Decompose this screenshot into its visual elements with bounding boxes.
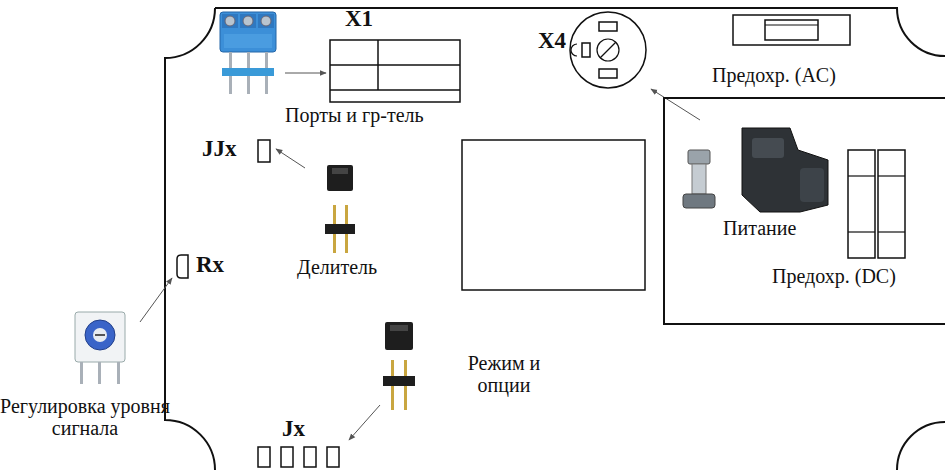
leader-arrow: [651, 89, 700, 120]
part-label: Питание: [723, 217, 796, 239]
leader-arrow: [276, 149, 305, 168]
ac-fuse-footprint: [733, 15, 850, 45]
terminal-block-picture: [220, 12, 276, 52]
jumper-picture: [327, 165, 353, 191]
terminal-block-picture: [261, 16, 271, 26]
part-label: Предохр. (AC): [712, 64, 836, 86]
trimmer-picture: [75, 312, 125, 362]
x4-footprint: [597, 39, 619, 61]
processor-area: [462, 140, 645, 290]
trimmer-picture: [75, 312, 125, 384]
power-region: ПитаниеПредохр. (DC): [663, 97, 945, 325]
dc-fuse-footprint: [848, 175, 875, 176]
leader-arrow: [285, 73, 326, 74]
terminal-block-picture: [225, 16, 235, 26]
x4-footprint: [599, 22, 617, 31]
x1-footprint: [330, 40, 460, 102]
part-label: Регулировка уровня сигнала: [0, 395, 170, 439]
ac-fuse-footprint: [765, 25, 818, 26]
jx-footprint: [281, 447, 293, 467]
jumper-picture: [383, 376, 415, 386]
ac-fuse-footprint: [733, 15, 850, 45]
jx-footprint: [258, 447, 339, 467]
dc-fuse-footprint: [878, 175, 905, 176]
trimmer-picture: [80, 362, 83, 384]
jumper-picture: [385, 322, 413, 350]
x4-footprint: [582, 43, 590, 57]
dc-fuse-footprint: [848, 231, 875, 232]
jx-footprint: [258, 447, 270, 467]
jumper-picture: [325, 165, 355, 253]
x4-footprint: [599, 69, 617, 78]
power-socket-picture: [800, 168, 824, 202]
terminal-block-picture: [222, 14, 238, 28]
power-socket-picture: [688, 150, 710, 164]
connector-name: X4: [538, 30, 566, 52]
terminal-block-picture: [222, 68, 274, 76]
leader-arrow: [349, 405, 380, 440]
jx-footprint: [327, 447, 339, 467]
power-socket-picture: [692, 164, 706, 194]
trimmer-picture: [117, 362, 120, 384]
jjx-footprint: [258, 140, 270, 162]
jumper-picture: [390, 325, 408, 331]
board-outline: [165, 8, 945, 470]
x4-footprint: [570, 12, 646, 88]
x1-footprint: [330, 89, 460, 91]
dc-fuse-footprint: [878, 150, 905, 258]
part-label: Порты и гр-тель: [285, 104, 424, 126]
x1-footprint: [330, 64, 460, 66]
jumper-picture: [383, 322, 415, 410]
leader-arrow: [140, 73, 700, 440]
power-socket-picture: [683, 194, 715, 208]
rx-footprint: [177, 255, 188, 278]
part-label: Режим и опции: [448, 352, 560, 396]
ac-fuse-footprint: [765, 20, 818, 40]
terminal-block-picture: [258, 14, 274, 28]
terminal-block-picture: [220, 12, 276, 94]
trimmer-picture: [93, 328, 107, 342]
leader-arrow: [140, 278, 172, 322]
jumper-name: JJx: [202, 138, 237, 160]
x4-footprint: [570, 12, 646, 88]
terminal-block-picture: [243, 16, 253, 26]
terminal-block-picture: [240, 14, 256, 28]
power-socket-picture: [683, 128, 828, 212]
trimmer-picture: [98, 362, 101, 384]
power-socket-picture: [752, 138, 784, 158]
part-label: Делитель: [297, 256, 377, 278]
rx-footprint: [177, 255, 188, 278]
trimmer-picture: [85, 320, 115, 350]
x1-footprint: [330, 40, 460, 102]
jjx-footprint: [258, 140, 270, 162]
trimmer-picture: [95, 334, 105, 336]
part-label: Предохр. (DC): [772, 265, 896, 287]
terminal-block-picture: [224, 34, 272, 48]
dc-fuse-footprint: [878, 231, 905, 232]
dc-fuse-footprint: [848, 150, 875, 258]
board-outline: [165, 8, 945, 470]
connector-name: X1: [345, 8, 373, 30]
power-socket-picture: [742, 128, 828, 212]
x4-footprint: [600, 42, 616, 58]
jumper-name: Jx: [282, 418, 305, 440]
resistor-name: Rx: [196, 254, 224, 276]
dc-fuse-footprint: [848, 150, 905, 258]
jx-footprint: [304, 447, 316, 467]
jumper-picture: [325, 224, 355, 234]
processor-area: [462, 140, 645, 290]
x4-footprint: [571, 44, 577, 56]
jumper-picture: [332, 168, 348, 174]
